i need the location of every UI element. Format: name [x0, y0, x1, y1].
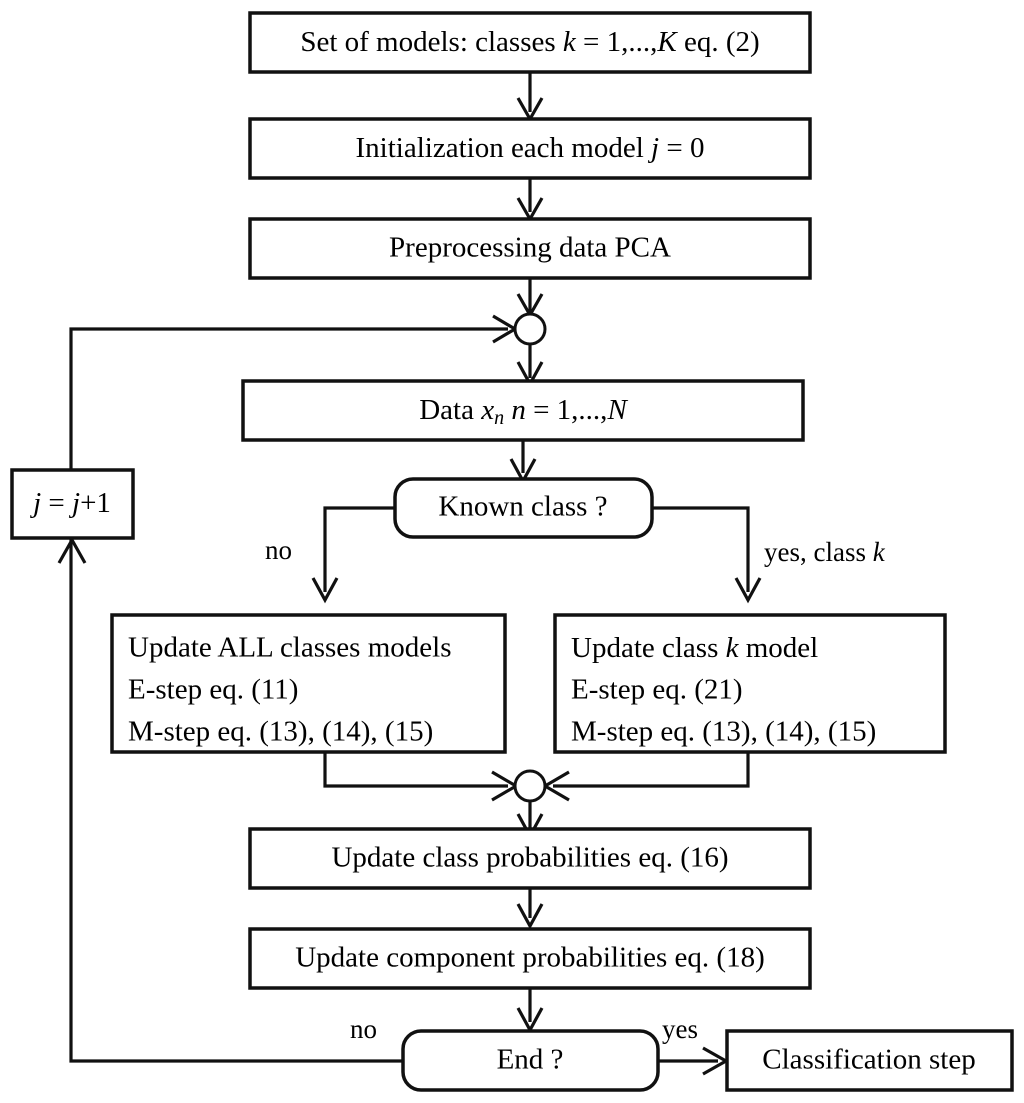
edge-end-yes-to-classification: [658, 1046, 730, 1076]
node-increment-j-label-p0: j: [29, 487, 41, 519]
node-preprocessing: Preprocessing data PCA: [248, 217, 812, 280]
node-data-label-p5: = 1,...,: [526, 394, 608, 426]
svg-text:Data xn n = 1,...,N: Data xn n = 1,...,N: [419, 394, 628, 429]
edge-data-to-known-class: [509, 440, 537, 485]
node-update-k-line-1-p2: model: [739, 632, 819, 664]
node-data-label-p6: N: [606, 394, 628, 426]
node-update-class-probabilities: Update class probabilities eq. (16): [248, 827, 812, 890]
edge-preprocessing-to-junction: [516, 278, 544, 319]
node-data-label-p3: [504, 394, 511, 426]
node-update-k-line-1-p0: Update class: [571, 632, 726, 664]
node-set-of-models: Set of models: classes k = 1,...,K eq. (…: [248, 11, 812, 74]
edge-update-all-to-merge: [323, 752, 520, 802]
node-set-of-models-label-p3: K: [656, 26, 678, 58]
svg-text:j = j+1: j = j+1: [29, 487, 111, 519]
edge-label-end-no: no: [350, 1014, 377, 1044]
edge-component-prob-to-end: [516, 988, 544, 1034]
node-update-all-classes: Update ALL classes models E-step eq. (11…: [110, 613, 507, 754]
node-increment-j-label-p1: =: [41, 487, 72, 519]
node-update-k-line-1: Update class k model: [571, 632, 818, 664]
edge-label-end-yes: yes: [662, 1014, 698, 1044]
node-initialization-label-p2: = 0: [659, 132, 704, 164]
node-junction-top: [513, 312, 547, 346]
node-initialization: Initialization each model j = 0: [248, 117, 812, 180]
node-update-class-k: Update class k model E-step eq. (21) M-s…: [553, 613, 947, 754]
node-increment-j-label-p2: j: [68, 487, 80, 519]
svg-text:Set of models: classes k = 1,: Set of models: classes k = 1,...,K eq. (…: [300, 26, 759, 58]
node-data-label-p0: Data: [419, 394, 481, 426]
node-data-label-sub: n: [494, 407, 504, 429]
edge-initialization-to-preprocessing: [516, 178, 544, 223]
node-classification-step: Classification step: [725, 1029, 1014, 1092]
node-junction-merge: [513, 769, 547, 803]
edge-label-known-class-yes-p0: yes, class: [764, 537, 873, 567]
node-update-k-line-3: M-step eq. (13), (14), (15): [571, 716, 876, 748]
edge-update-k-to-merge: [541, 752, 750, 802]
edge-junction-to-data: [516, 345, 544, 388]
svg-text:Initialization each model j =: Initialization each model j = 0: [356, 132, 705, 164]
node-end-decision-label: End ?: [497, 1044, 564, 1076]
node-update-component-probabilities-label: Update component probabilities eq. (18): [295, 942, 765, 974]
node-data: Data xn n = 1,...,N: [241, 379, 805, 442]
edge-label-known-class-no: no: [265, 535, 292, 565]
node-update-k-line-2: E-step eq. (21): [571, 674, 743, 706]
edge-models-to-initialization: [516, 72, 544, 123]
node-increment-j-label-p3: +1: [80, 487, 111, 519]
node-update-all-line-1: Update ALL classes models: [128, 632, 452, 664]
node-set-of-models-label-p0: Set of models: classes: [300, 26, 563, 58]
node-end-decision: End ?: [401, 1029, 660, 1092]
edge-class-prob-to-component-prob: [516, 888, 544, 930]
node-set-of-models-label-p1: k: [563, 26, 577, 58]
node-data-label-p4: n: [511, 394, 526, 426]
node-update-all-line-3: M-step eq. (13), (14), (15): [128, 716, 433, 748]
node-update-class-probabilities-label: Update class probabilities eq. (16): [331, 842, 728, 874]
node-set-of-models-label-p4: eq. (2): [677, 26, 760, 58]
node-initialization-label-p0: Initialization each model: [356, 132, 652, 164]
edge-known-class-no: [311, 506, 395, 604]
edge-label-known-class-yes: yes, class k: [764, 537, 886, 567]
node-update-k-line-1-p1: k: [726, 632, 740, 664]
edge-loop-into-increment-j: [57, 536, 87, 564]
node-data-label-p1: x: [480, 394, 494, 426]
node-classification-step-label: Classification step: [762, 1044, 975, 1076]
edge-known-class-yes: [652, 506, 762, 604]
node-known-class-label: Known class ?: [438, 491, 607, 523]
node-known-class: Known class ?: [393, 477, 654, 539]
node-initialization-label-p1: j: [647, 132, 659, 164]
node-increment-j: j = j+1: [10, 468, 135, 540]
node-update-all-line-2: E-step eq. (11): [128, 674, 298, 706]
node-preprocessing-label: Preprocessing data PCA: [389, 232, 671, 264]
node-update-component-probabilities: Update component probabilities eq. (18): [248, 927, 812, 990]
edge-label-known-class-yes-p1: k: [873, 537, 886, 567]
node-set-of-models-label-p2: = 1,...,: [576, 26, 658, 58]
